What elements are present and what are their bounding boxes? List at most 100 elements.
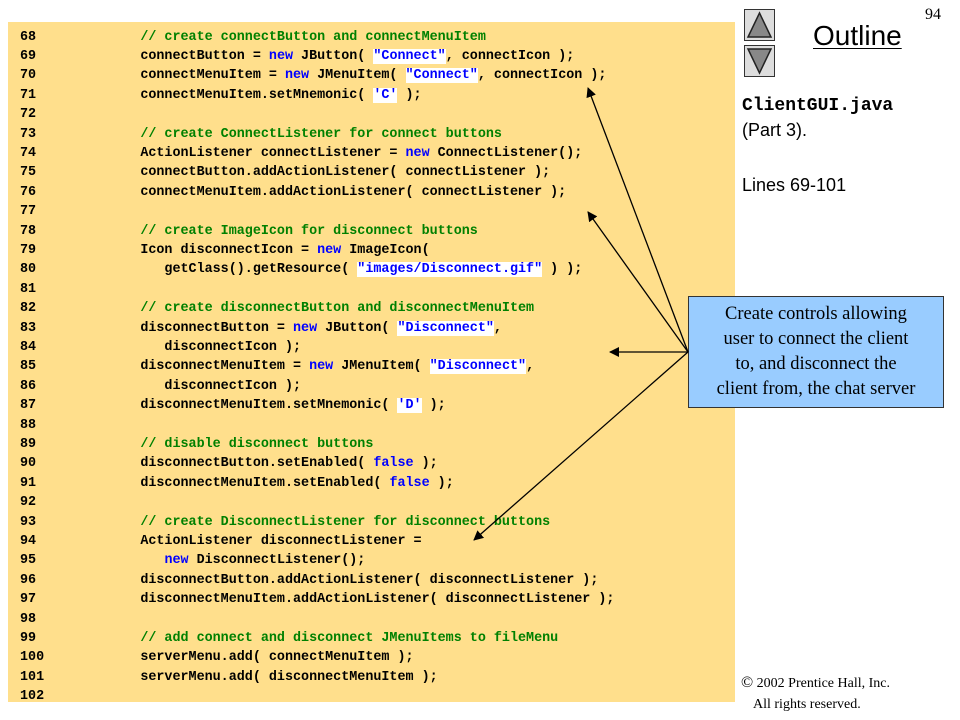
code-comment: // create disconnectButton and disconnec… [140, 301, 535, 317]
callout-line: to, and disconnect the [735, 354, 897, 374]
code-keyword: false [389, 475, 430, 491]
code-text: disconnectButton = new JButton( "Disconn… [68, 319, 502, 338]
code-token: ); [421, 398, 446, 414]
code-token: connectMenuItem.setMnemonic( [68, 87, 374, 103]
line-number: 87 [20, 398, 37, 414]
code-token: getClass().getResource( [68, 262, 358, 278]
line-number: 96 [20, 572, 37, 588]
code-string: "images/Disconnect.gif" [357, 262, 543, 278]
code-token: disconnectButton.addActionListener( disc… [68, 572, 599, 588]
code-text: // create disconnectButton and disconnec… [68, 299, 534, 318]
line-number: 74 [20, 145, 37, 161]
outline-up-button[interactable] [744, 9, 775, 41]
code-token: ); [429, 475, 454, 491]
code-keyword: new [309, 359, 334, 375]
code-token: , connectIcon ); [477, 68, 607, 84]
file-name: ClientGUI.java [742, 96, 894, 116]
code-token: Icon disconnectIcon = [68, 242, 318, 258]
code-string: "Disconnect" [397, 320, 494, 336]
code-token: ConnectListener(); [429, 145, 583, 161]
code-token: serverMenu.add( connectMenuItem ); [68, 650, 414, 666]
code-token: disconnectMenuItem.addActionListener( di… [68, 592, 615, 608]
outline-down-button[interactable] [744, 45, 775, 77]
line-number: 90 [20, 456, 37, 472]
code-token [68, 224, 140, 239]
line-number: 88 [20, 417, 37, 433]
line-number: 82 [20, 301, 37, 317]
code-token [68, 127, 140, 142]
code-string: 'D' [397, 398, 422, 414]
part-label: (Part 3). [742, 120, 808, 140]
line-number: 81 [20, 281, 37, 297]
line-number: 79 [20, 242, 37, 258]
line-number: 101 [20, 669, 45, 685]
code-token: JMenuItem( [333, 359, 430, 375]
code-keyword: new [405, 145, 430, 161]
code-text: ActionListener connectListener = new Con… [68, 144, 582, 163]
code-token [68, 301, 140, 316]
code-token: JButton( [293, 48, 374, 64]
line-number: 97 [20, 592, 37, 608]
code-listing: 68 // create connectButton and connectMe… [8, 22, 735, 704]
line-number: 72 [20, 107, 37, 123]
code-token: ActionListener disconnectListener = [68, 533, 422, 549]
code-text: disconnectMenuItem.addActionListener( di… [68, 590, 614, 609]
callout-line: Create controls allowing [725, 304, 907, 324]
line-number: 68 [20, 29, 37, 45]
page-number: 94 [925, 6, 941, 23]
line-number: 73 [20, 126, 37, 142]
line-number: 86 [20, 378, 37, 394]
code-text: serverMenu.add( connectMenuItem ); [68, 648, 414, 667]
code-comment: // create ConnectListener for connect bu… [140, 126, 502, 142]
code-text: new DisconnectListener(); [68, 551, 365, 570]
code-string: "Disconnect" [429, 359, 527, 375]
code-keyword: false [373, 456, 414, 472]
code-text: Icon disconnectIcon = new ImageIcon( [68, 241, 430, 260]
code-text: connectButton = new JButton( "Connect", … [68, 47, 574, 66]
code-comment: // create connectButton and connectMenuI… [140, 29, 486, 45]
line-number: 70 [20, 68, 37, 84]
triangle-up-icon [746, 11, 773, 38]
code-token: disconnectIcon ); [68, 378, 302, 394]
code-text: connectMenuItem = new JMenuItem( "Connec… [68, 66, 606, 85]
code-text: disconnectMenuItem = new JMenuItem( "Dis… [68, 357, 534, 376]
code-text: // create ImageIcon for disconnect butto… [68, 222, 478, 241]
line-number: 100 [20, 650, 45, 666]
code-token: disconnectButton.setEnabled( [68, 456, 374, 472]
line-number: 77 [20, 204, 37, 220]
code-text: connectMenuItem.setMnemonic( 'C' ); [68, 86, 422, 105]
code-token: ImageIcon( [341, 242, 430, 258]
code-token: ) ); [542, 262, 583, 278]
code-token: serverMenu.add( disconnectMenuItem ); [68, 669, 438, 685]
code-keyword: new [284, 68, 310, 84]
lines-label: Lines 69-101 [742, 175, 847, 195]
code-text: disconnectButton.addActionListener( disc… [68, 571, 598, 590]
line-number: 69 [20, 48, 37, 64]
code-token: disconnectButton = [68, 320, 293, 336]
code-token: ); [413, 456, 438, 472]
line-number: 83 [20, 320, 37, 336]
line-number: 84 [20, 339, 37, 355]
triangle-down-icon [746, 48, 773, 75]
callout-line: user to connect the client [723, 329, 909, 349]
code-token [68, 515, 140, 530]
code-token [68, 30, 140, 45]
code-token: ActionListener connectListener = [68, 145, 406, 161]
line-number: 94 [20, 533, 37, 549]
code-keyword: new [293, 320, 318, 336]
code-token: JButton( [317, 320, 398, 336]
code-token: connectMenuItem = [68, 68, 285, 84]
code-text: // add connect and disconnect JMenuItems… [68, 629, 558, 648]
code-token [68, 437, 140, 452]
code-token: , connectIcon ); [445, 48, 575, 64]
code-token: disconnectMenuItem.setMnemonic( [68, 398, 398, 414]
line-number: 92 [20, 495, 37, 511]
line-number: 99 [20, 630, 37, 646]
code-token: , [526, 359, 535, 375]
code-text: connectMenuItem.addActionListener( conne… [68, 183, 566, 202]
code-token: DisconnectListener(); [188, 553, 366, 569]
code-text: ActionListener disconnectListener = [68, 532, 422, 551]
outline-title[interactable]: Outline [813, 20, 902, 51]
copyright-symbol: © [741, 674, 754, 691]
line-number: 80 [20, 262, 37, 278]
